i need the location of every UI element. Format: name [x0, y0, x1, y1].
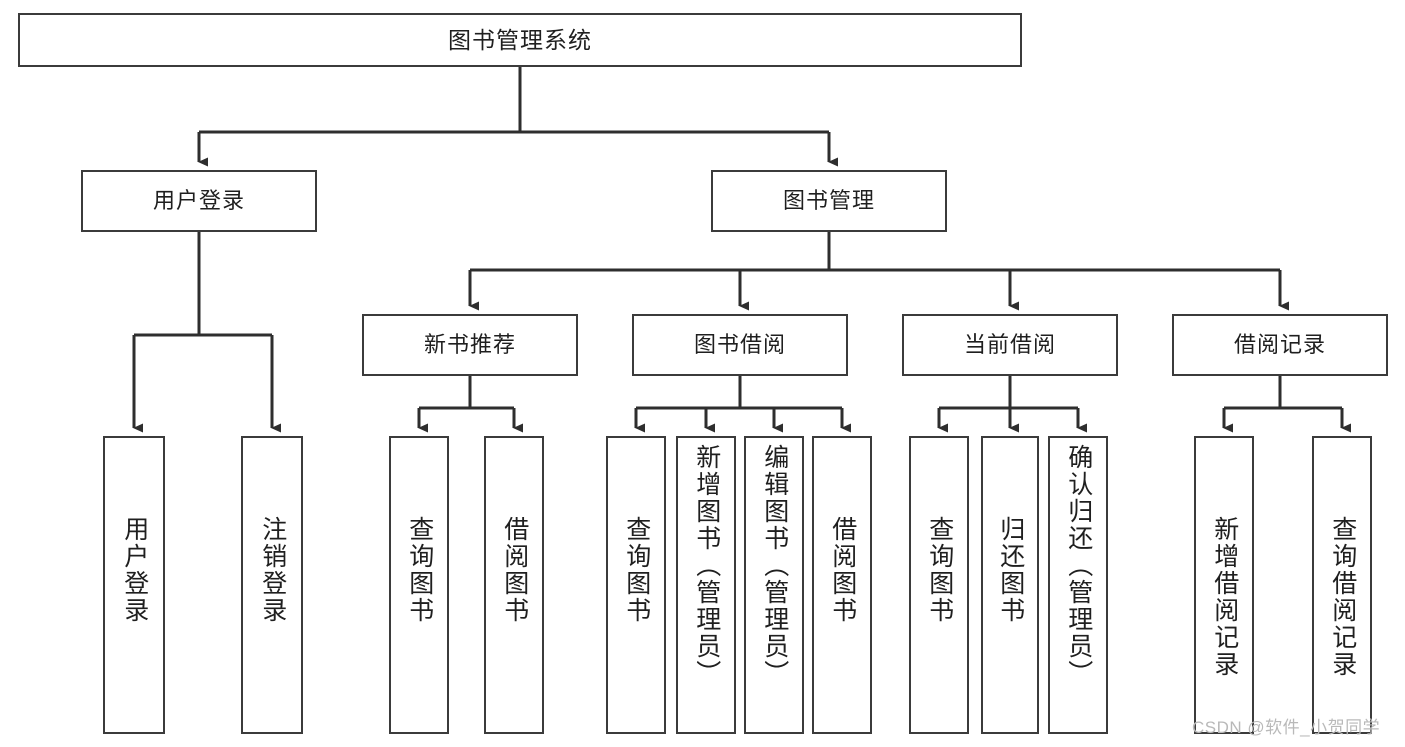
- node-leaf-borrow-book-recommend[interactable]: 借阅图书: [484, 436, 544, 734]
- node-borrow-record-label: 借阅记录: [1233, 332, 1326, 358]
- node-book-borrow-label: 图书借阅: [693, 332, 786, 358]
- node-leaf-borrow-book-recommend-label: 借阅图书: [500, 516, 529, 624]
- node-leaf-confirm-return-admin[interactable]: 确认归还（管理员）: [1048, 436, 1108, 734]
- node-user-login[interactable]: 用户登录: [81, 170, 317, 232]
- node-leaf-add-book-admin[interactable]: 新增图书（管理员）: [676, 436, 736, 734]
- node-leaf-query-borrow-record[interactable]: 查询借阅记录: [1312, 436, 1372, 734]
- node-leaf-borrow-book[interactable]: 借阅图书: [812, 436, 872, 734]
- node-new-book-recommend[interactable]: 新书推荐: [362, 314, 578, 376]
- node-book-borrow[interactable]: 图书借阅: [632, 314, 848, 376]
- csdn-watermark: CSDN @软件_小贺同学: [1192, 718, 1381, 737]
- node-leaf-query-book-borrow[interactable]: 查询图书: [606, 436, 666, 734]
- node-leaf-query-borrow-record-label: 查询借阅记录: [1328, 516, 1357, 678]
- node-leaf-add-borrow-record-label: 新增借阅记录: [1210, 516, 1239, 678]
- node-book-management[interactable]: 图书管理: [711, 170, 947, 232]
- node-current-borrow-label: 当前借阅: [963, 332, 1056, 358]
- node-root[interactable]: 图书管理系统: [18, 13, 1022, 67]
- node-leaf-return-book[interactable]: 归还图书: [981, 436, 1039, 734]
- node-user-login-label: 用户登录: [152, 188, 245, 214]
- node-leaf-add-book-admin-label: 新增图书（管理员）: [692, 444, 721, 687]
- node-leaf-query-book-recommend[interactable]: 查询图书: [389, 436, 449, 734]
- node-leaf-return-book-label: 归还图书: [996, 516, 1025, 624]
- node-leaf-query-book-current[interactable]: 查询图书: [909, 436, 969, 734]
- node-leaf-edit-book-admin[interactable]: 编辑图书（管理员）: [744, 436, 804, 734]
- node-new-book-recommend-label: 新书推荐: [423, 332, 516, 358]
- node-leaf-confirm-return-admin-label: 确认归还（管理员）: [1064, 444, 1093, 687]
- node-leaf-logout-label: 注销登录: [258, 516, 287, 624]
- node-leaf-query-book-borrow-label: 查询图书: [622, 516, 651, 624]
- node-leaf-logout[interactable]: 注销登录: [241, 436, 303, 734]
- node-current-borrow[interactable]: 当前借阅: [902, 314, 1118, 376]
- node-leaf-user-login[interactable]: 用户登录: [103, 436, 165, 734]
- node-leaf-edit-book-admin-label: 编辑图书（管理员）: [760, 444, 789, 687]
- node-leaf-query-book-current-label: 查询图书: [925, 516, 954, 624]
- node-leaf-query-book-recommend-label: 查询图书: [405, 516, 434, 624]
- node-leaf-borrow-book-label: 借阅图书: [828, 516, 857, 624]
- node-leaf-add-borrow-record[interactable]: 新增借阅记录: [1194, 436, 1254, 734]
- node-leaf-user-login-label: 用户登录: [120, 516, 149, 624]
- node-book-management-label: 图书管理: [782, 188, 875, 214]
- node-borrow-record[interactable]: 借阅记录: [1172, 314, 1388, 376]
- node-root-label: 图书管理系统: [448, 26, 592, 53]
